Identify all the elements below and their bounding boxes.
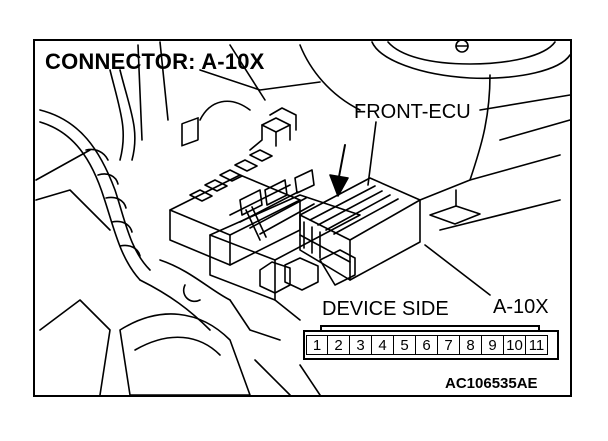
connector-title: CONNECTOR: A-10X bbox=[45, 49, 265, 74]
connector-pin: 2 bbox=[328, 335, 350, 355]
connector-id-label: A-10X bbox=[493, 296, 549, 318]
connector-pin: 8 bbox=[460, 335, 482, 355]
housing-top-curve-2 bbox=[387, 41, 556, 65]
connector-pin: 10 bbox=[504, 335, 526, 355]
figure-frame bbox=[33, 39, 572, 397]
connector-pin: 3 bbox=[350, 335, 372, 355]
connector-notch bbox=[320, 325, 540, 331]
connector-pin: 5 bbox=[394, 335, 416, 355]
connector-pin: 9 bbox=[482, 335, 504, 355]
figure-code: AC106535AE bbox=[445, 375, 538, 392]
device-side-label: DEVICE SIDE bbox=[322, 298, 449, 320]
relay-block bbox=[169, 174, 301, 236]
housing-top-curve bbox=[371, 41, 571, 80]
connector-pin: 7 bbox=[438, 335, 460, 355]
lower-bracket bbox=[119, 313, 251, 396]
connector-pin: 6 bbox=[416, 335, 438, 355]
connector-pin-row: 1 2 3 4 5 6 7 8 9 10 11 bbox=[306, 335, 548, 355]
front-ecu-label: FRONT-ECU bbox=[354, 101, 471, 123]
connector-pin: 1 bbox=[306, 335, 328, 355]
cable-bundle bbox=[39, 109, 151, 271]
connector-pin: 4 bbox=[372, 335, 394, 355]
fuse-box bbox=[209, 194, 361, 261]
connector-pin: 11 bbox=[526, 335, 548, 355]
front-ecu-module bbox=[299, 177, 421, 241]
